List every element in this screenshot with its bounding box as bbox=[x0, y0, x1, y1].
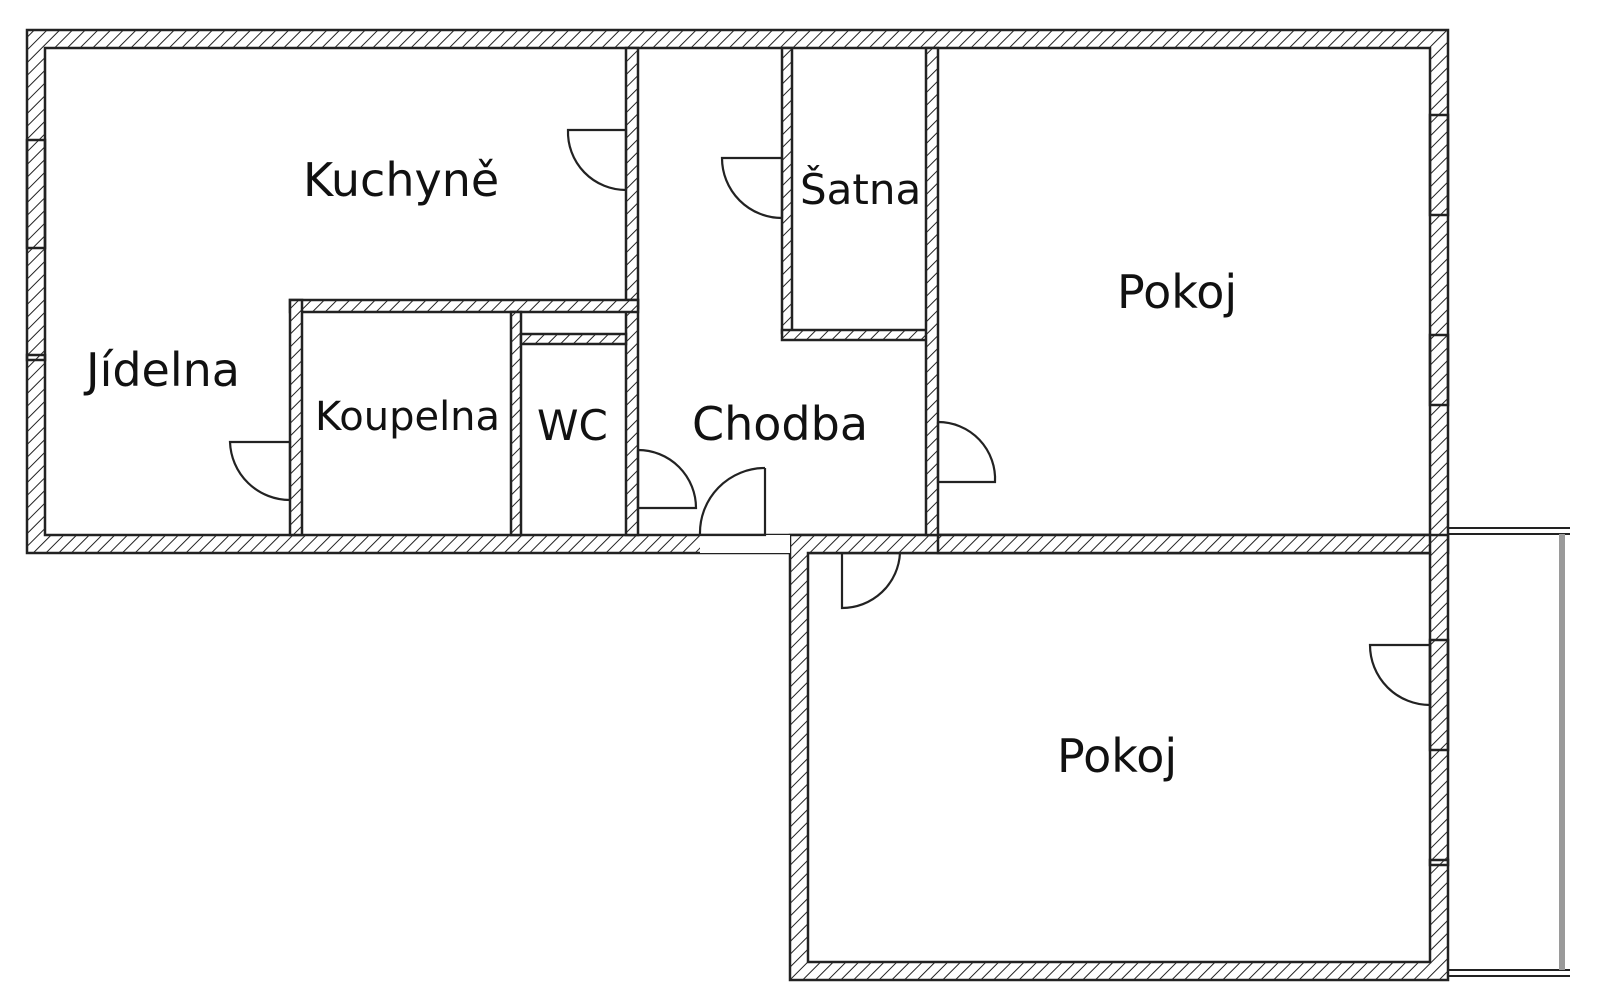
wall-bath-top bbox=[288, 298, 640, 314]
room-label-wc: WC bbox=[537, 401, 608, 450]
room-label-satna: Šatna bbox=[800, 164, 921, 214]
wall-wardrobe-left bbox=[780, 46, 794, 335]
wall-wardrobe-bottom bbox=[780, 328, 930, 342]
room-label-kuchyne: Kuchyně bbox=[303, 153, 499, 207]
wall-rooms-divider bbox=[936, 533, 1432, 555]
room-label-jidelna: Jídelna bbox=[83, 343, 240, 397]
room-label-chodba: Chodba bbox=[692, 397, 868, 451]
wall-bath-left bbox=[288, 298, 304, 537]
room-label-pokoj-upper: Pokoj bbox=[1117, 265, 1237, 319]
wall-kitchen-corridor bbox=[624, 46, 640, 310]
doors bbox=[228, 128, 1432, 707]
wall-corridor-west bbox=[624, 298, 640, 537]
wall-bath-wc bbox=[509, 310, 523, 537]
entrance-gap bbox=[700, 535, 790, 553]
room-label-koupelna: Koupelna bbox=[315, 394, 500, 440]
wall-corridor-room bbox=[924, 46, 940, 537]
windows bbox=[25, 113, 1450, 867]
room-label-pokoj-lower: Pokoj bbox=[1057, 729, 1177, 783]
wall-wc-top-shelf bbox=[519, 332, 628, 346]
balcony bbox=[1448, 527, 1570, 977]
